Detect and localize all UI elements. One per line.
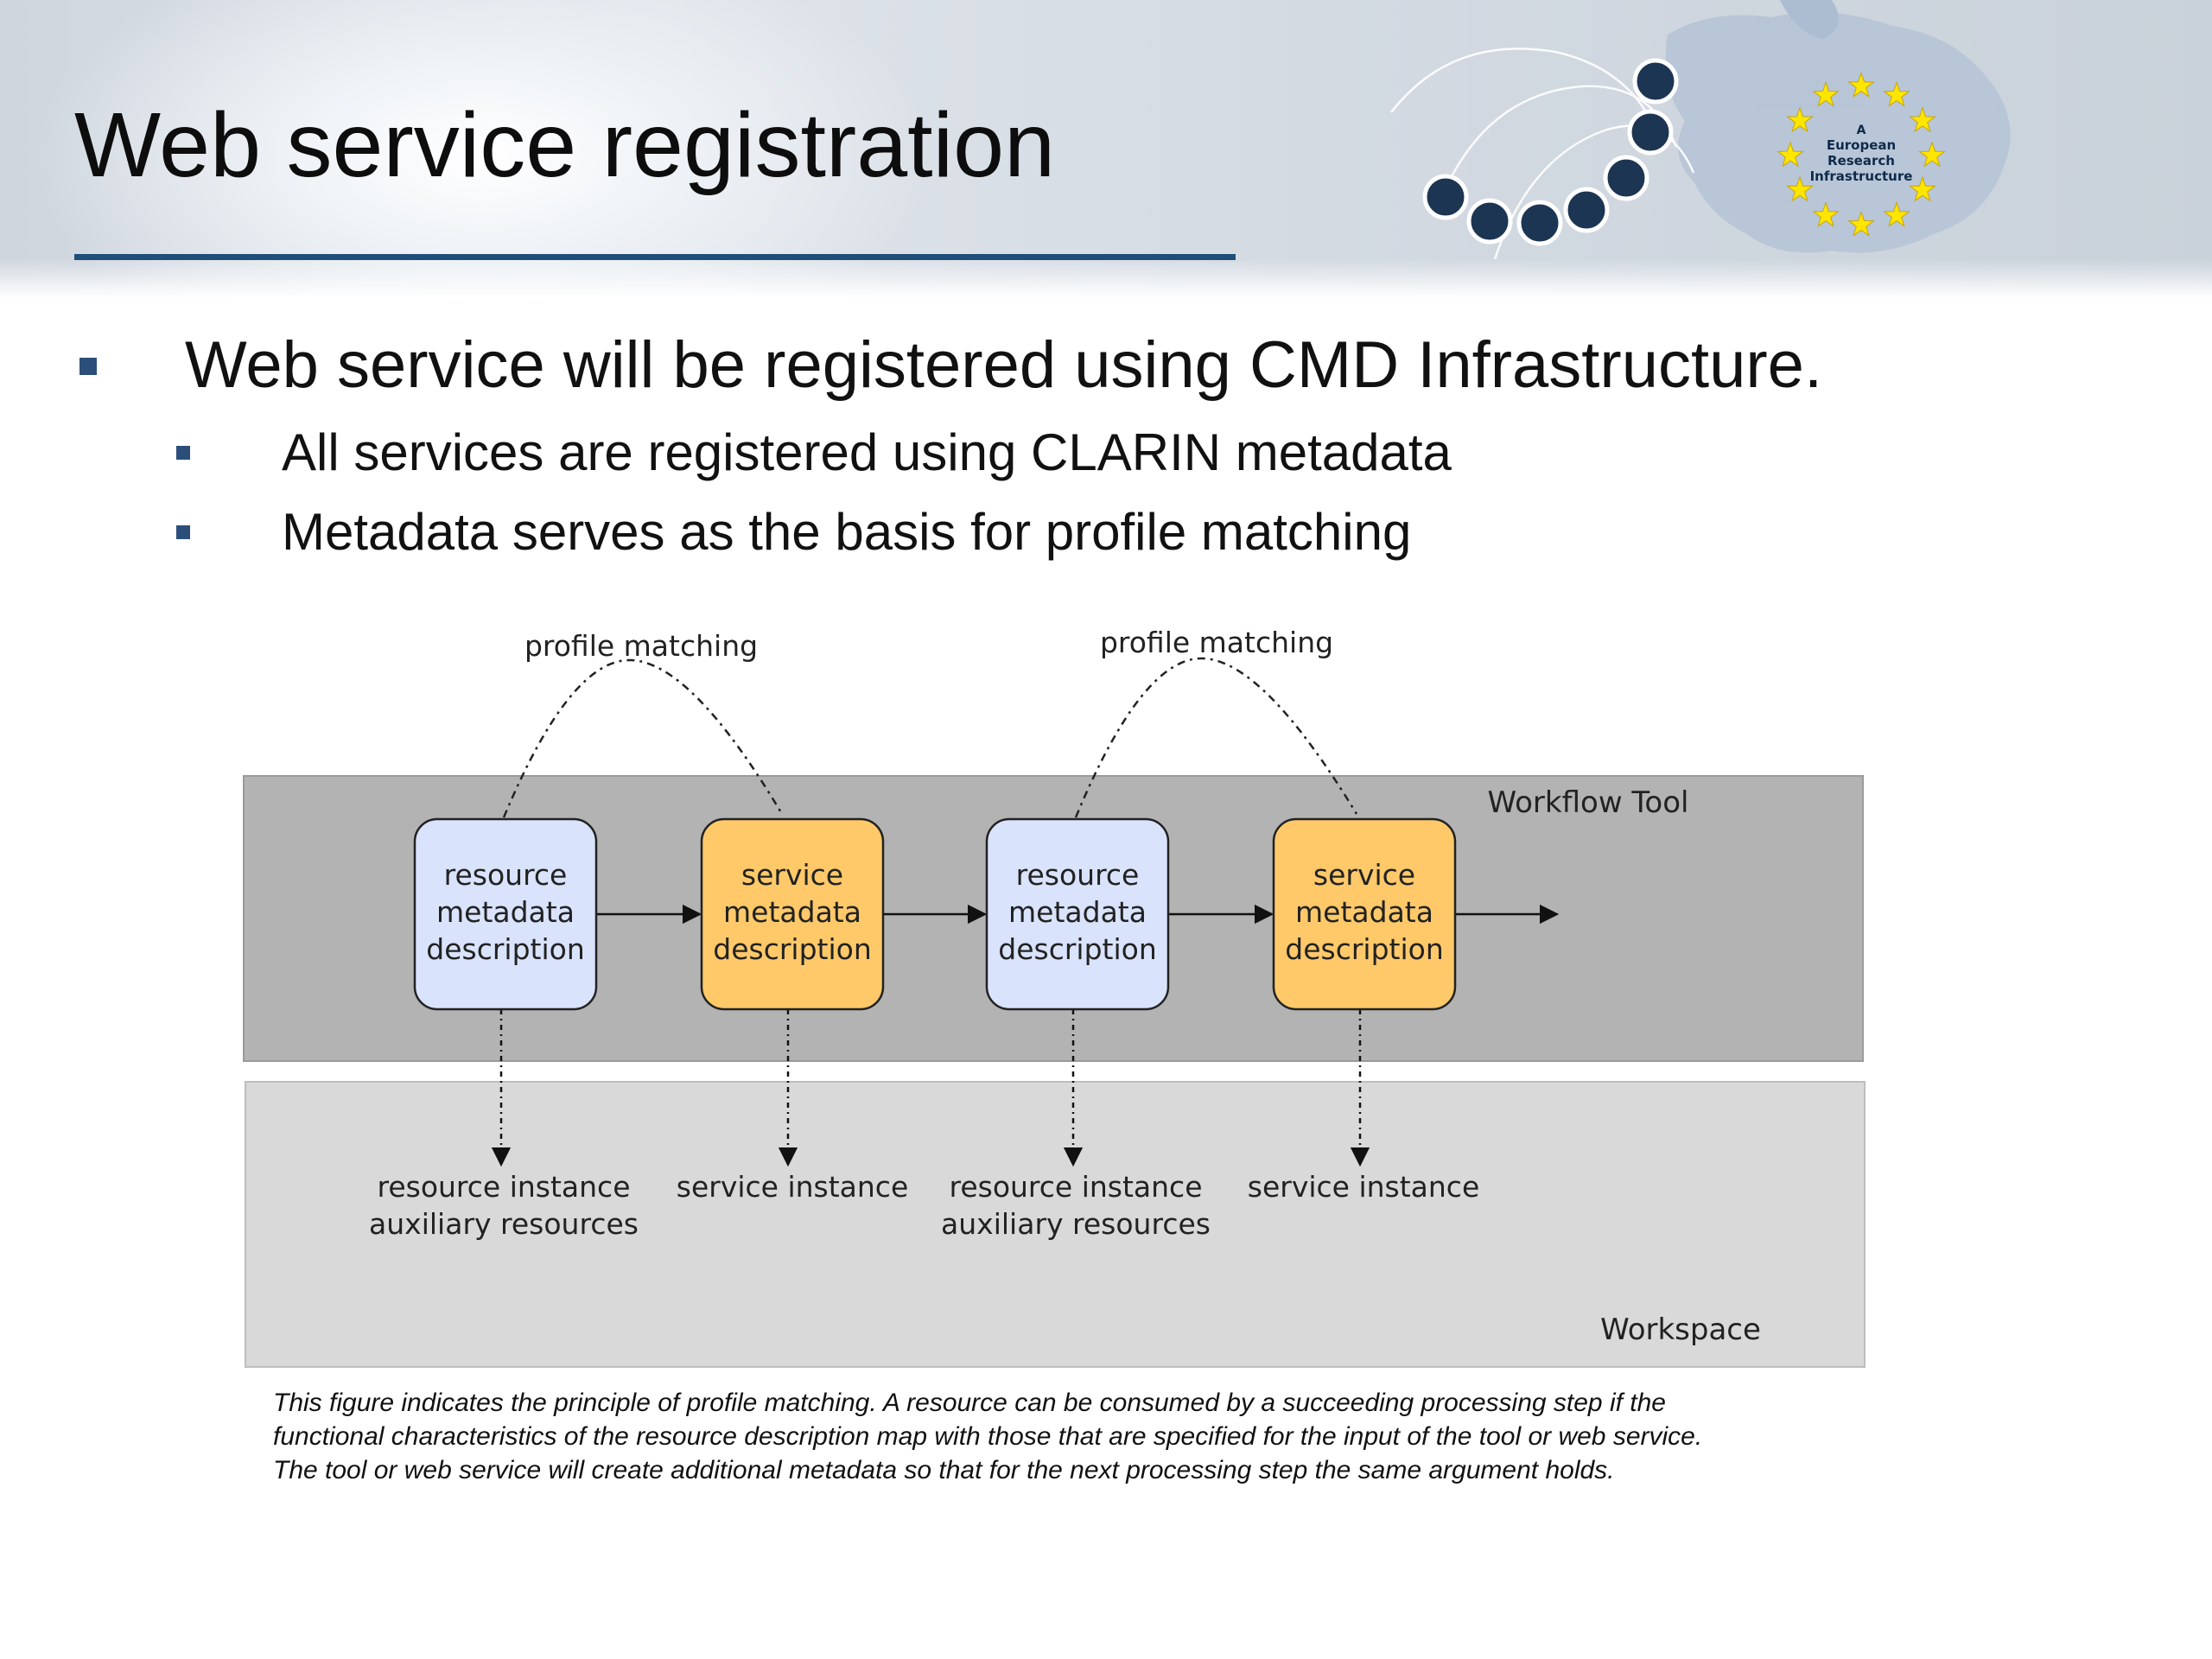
figure-caption: This figure indicates the principle of p… bbox=[273, 1386, 1847, 1487]
bullet-2-text: All services are registered using CLARIN… bbox=[282, 423, 1452, 481]
eu-star bbox=[1909, 175, 1936, 202]
profile-matching-arcs bbox=[502, 657, 1358, 818]
profile-matching-arc bbox=[1074, 657, 1358, 818]
profile-matching-arc bbox=[502, 658, 784, 818]
box-label-line: description bbox=[1285, 932, 1443, 966]
title-underline bbox=[74, 254, 1236, 260]
dot bbox=[1627, 109, 1674, 156]
header-fade bbox=[0, 259, 2212, 298]
workspace-band bbox=[245, 1081, 1866, 1368]
eu-star bbox=[1786, 106, 1814, 133]
bullet-3-text: Metadata serves as the basis for profile… bbox=[282, 503, 1412, 561]
sub-bullet-marker bbox=[176, 446, 190, 460]
eu-star bbox=[1847, 210, 1875, 237]
workflow-tool-label: Workflow Tool bbox=[1488, 785, 1689, 820]
eu-stars-badge bbox=[1777, 72, 1946, 237]
box-label-line: metadata bbox=[723, 895, 861, 929]
resource-metadata-box bbox=[413, 817, 598, 1011]
box-label-line: description bbox=[426, 932, 584, 966]
badge-line-1: A bbox=[1857, 124, 1866, 137]
instance-label-line: auxiliary resources bbox=[941, 1207, 1211, 1241]
slide-header: A European Research Infrastructure Web s… bbox=[0, 0, 2212, 298]
dots bbox=[1422, 58, 1679, 246]
bullet-marker bbox=[79, 358, 97, 375]
instance-label-line: resource instance bbox=[377, 1170, 630, 1204]
profile-matching-diagram: Workflow Tool Workspace profile matching… bbox=[243, 626, 1866, 1368]
box-label-line: resource bbox=[1016, 858, 1140, 892]
box-label-line: metadata bbox=[436, 895, 575, 929]
box-label-line: metadata bbox=[1008, 895, 1147, 929]
slide-title: Web service registration bbox=[74, 94, 1056, 196]
dot bbox=[1466, 198, 1513, 245]
dot bbox=[1603, 155, 1649, 201]
eu-star bbox=[1812, 201, 1840, 227]
metadata-boxes: resourcemetadatadescriptionservicemetada… bbox=[413, 817, 1457, 1011]
box-label-line: metadata bbox=[1295, 895, 1433, 929]
workspace-label: Workspace bbox=[1600, 1313, 1761, 1347]
caption-line: functional characteristics of the resour… bbox=[273, 1422, 1703, 1451]
box-label-line: service bbox=[741, 858, 843, 892]
instance-label-line: resource instance bbox=[949, 1170, 1202, 1204]
service-metadata-box bbox=[700, 817, 885, 1011]
profile-matching-label: profile matching bbox=[1100, 626, 1333, 659]
europe-map-shape bbox=[1665, 0, 2011, 253]
caption-line: The tool or web service will create addi… bbox=[273, 1456, 1615, 1484]
dot bbox=[1632, 58, 1679, 105]
caption-line: This figure indicates the principle of p… bbox=[273, 1389, 1666, 1417]
sub-bullet-marker bbox=[176, 525, 190, 539]
dot bbox=[1422, 174, 1469, 220]
bullet-1-text: Web service will be registered using CMD… bbox=[185, 328, 1823, 402]
profile-matching-label: profile matching bbox=[524, 629, 758, 663]
instance-label-line: auxiliary resources bbox=[369, 1207, 639, 1241]
badge-line-4: Infrastructure bbox=[1810, 168, 1913, 184]
box-label-line: resource bbox=[444, 858, 568, 892]
instance-label-line: service instance bbox=[1248, 1170, 1480, 1204]
badge-line-2: European bbox=[1827, 137, 1896, 153]
resource-metadata-box bbox=[985, 817, 1170, 1011]
dot bbox=[1516, 200, 1563, 246]
eu-star bbox=[1883, 201, 1910, 227]
box-label-line: description bbox=[713, 932, 871, 966]
eu-star bbox=[1786, 175, 1814, 202]
service-metadata-box bbox=[1272, 817, 1457, 1011]
eu-star bbox=[1847, 72, 1875, 99]
instance-arrows bbox=[491, 1009, 1370, 1167]
badge-line-3: Research bbox=[1827, 153, 1895, 168]
instance-label-line: service instance bbox=[677, 1170, 909, 1204]
eu-star bbox=[1777, 141, 1804, 168]
eu-star bbox=[1909, 106, 1936, 133]
eu-star bbox=[1883, 80, 1910, 107]
clarin-logo: A European Research Infrastructure bbox=[1390, 0, 2011, 260]
eu-star bbox=[1918, 141, 1946, 168]
eu-star bbox=[1812, 80, 1840, 107]
dot bbox=[1563, 187, 1610, 233]
box-label-line: description bbox=[998, 932, 1156, 966]
box-label-line: service bbox=[1313, 858, 1415, 892]
